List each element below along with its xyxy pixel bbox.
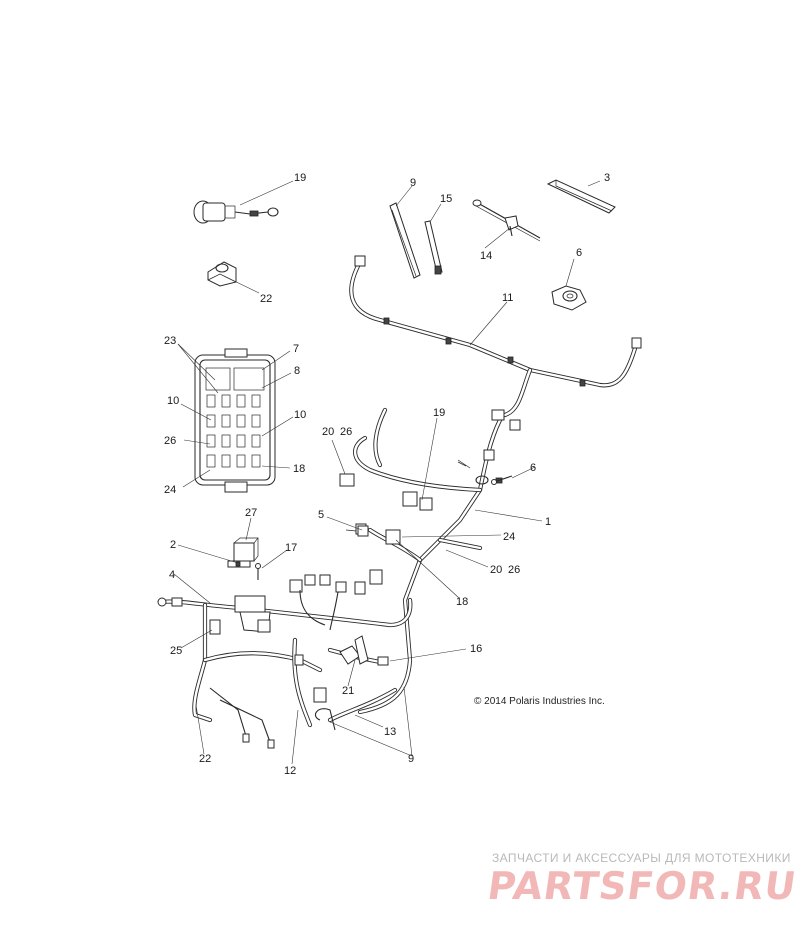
callout-21: 21 bbox=[342, 685, 354, 697]
harness-1 bbox=[339, 407, 521, 715]
callout-7: 7 bbox=[293, 343, 299, 355]
callout-3: 3 bbox=[604, 172, 610, 184]
part-9-strap bbox=[389, 202, 421, 279]
callout-20-lower: 20 bbox=[490, 564, 502, 576]
callout-18-box: 18 bbox=[293, 463, 305, 475]
callout-26-lower: 26 bbox=[508, 564, 520, 576]
part-17-screw bbox=[255, 563, 261, 580]
part-19-connector-lead bbox=[193, 200, 279, 224]
part-27-relay bbox=[233, 537, 259, 562]
fuse-grid bbox=[206, 394, 261, 468]
callout-26-upper: 26 bbox=[340, 426, 352, 438]
callout-25: 25 bbox=[170, 645, 182, 657]
fuse-relay-box bbox=[194, 348, 276, 493]
callout-11: 11 bbox=[502, 292, 513, 304]
callout-5: 5 bbox=[318, 509, 324, 521]
callout-26-box: 26 bbox=[164, 435, 176, 447]
callout-18-lower: 18 bbox=[456, 596, 468, 608]
callout-23: 23 bbox=[164, 335, 176, 347]
callout-10-left: 10 bbox=[167, 395, 179, 407]
harness-11 bbox=[349, 255, 642, 418]
callout-4: 4 bbox=[169, 569, 175, 581]
part-2-bracket bbox=[227, 560, 251, 568]
callout-19-top: 19 bbox=[294, 172, 306, 184]
callout-9-top: 9 bbox=[410, 177, 416, 189]
part-6-clip bbox=[551, 285, 587, 311]
part-5-connector bbox=[345, 525, 369, 537]
callout-13: 13 bbox=[384, 726, 396, 738]
callout-16: 16 bbox=[470, 643, 482, 655]
callout-12: 12 bbox=[284, 765, 296, 777]
callout-9-bottom: 9 bbox=[408, 753, 414, 765]
callout-14: 14 bbox=[480, 250, 492, 262]
callout-22-bottom: 22 bbox=[199, 753, 211, 765]
part-6-bolt bbox=[457, 461, 513, 485]
callout-19-mid: 19 bbox=[433, 407, 445, 419]
leader-lines bbox=[173, 180, 601, 765]
callout-24-box: 24 bbox=[164, 484, 176, 496]
callout-8: 8 bbox=[294, 365, 300, 377]
watermark-logo: PARTSFOR.RU bbox=[484, 864, 800, 908]
callout-6-top: 6 bbox=[576, 247, 582, 259]
watermark-tagline: ЗАПЧАСТИ И АКСЕССУАРЫ ДЛЯ МОТОТЕХНИКИ bbox=[492, 851, 791, 865]
part-3-foam-strip bbox=[546, 179, 616, 214]
callout-1: 1 bbox=[545, 516, 551, 528]
part-15-cable-tie bbox=[424, 220, 443, 275]
callout-22-top: 22 bbox=[260, 293, 272, 305]
callout-6-mid: 6 bbox=[530, 462, 536, 474]
callout-24-mid: 24 bbox=[503, 531, 515, 543]
callout-17: 17 bbox=[285, 542, 297, 554]
callout-15: 15 bbox=[440, 193, 452, 205]
callout-2: 2 bbox=[170, 539, 176, 551]
part-22-clip bbox=[207, 261, 237, 287]
copyright-notice: © 2014 Polaris Industries Inc. bbox=[474, 696, 605, 707]
callout-20-upper: 20 bbox=[322, 426, 334, 438]
callout-10-right: 10 bbox=[294, 409, 306, 421]
harness-lower bbox=[157, 569, 413, 749]
part-14-push-tie bbox=[472, 199, 541, 242]
callout-labels: 19 9 15 3 14 6 22 11 23 7 8 10 10 26 18 … bbox=[164, 172, 610, 777]
callout-27: 27 bbox=[245, 507, 257, 519]
